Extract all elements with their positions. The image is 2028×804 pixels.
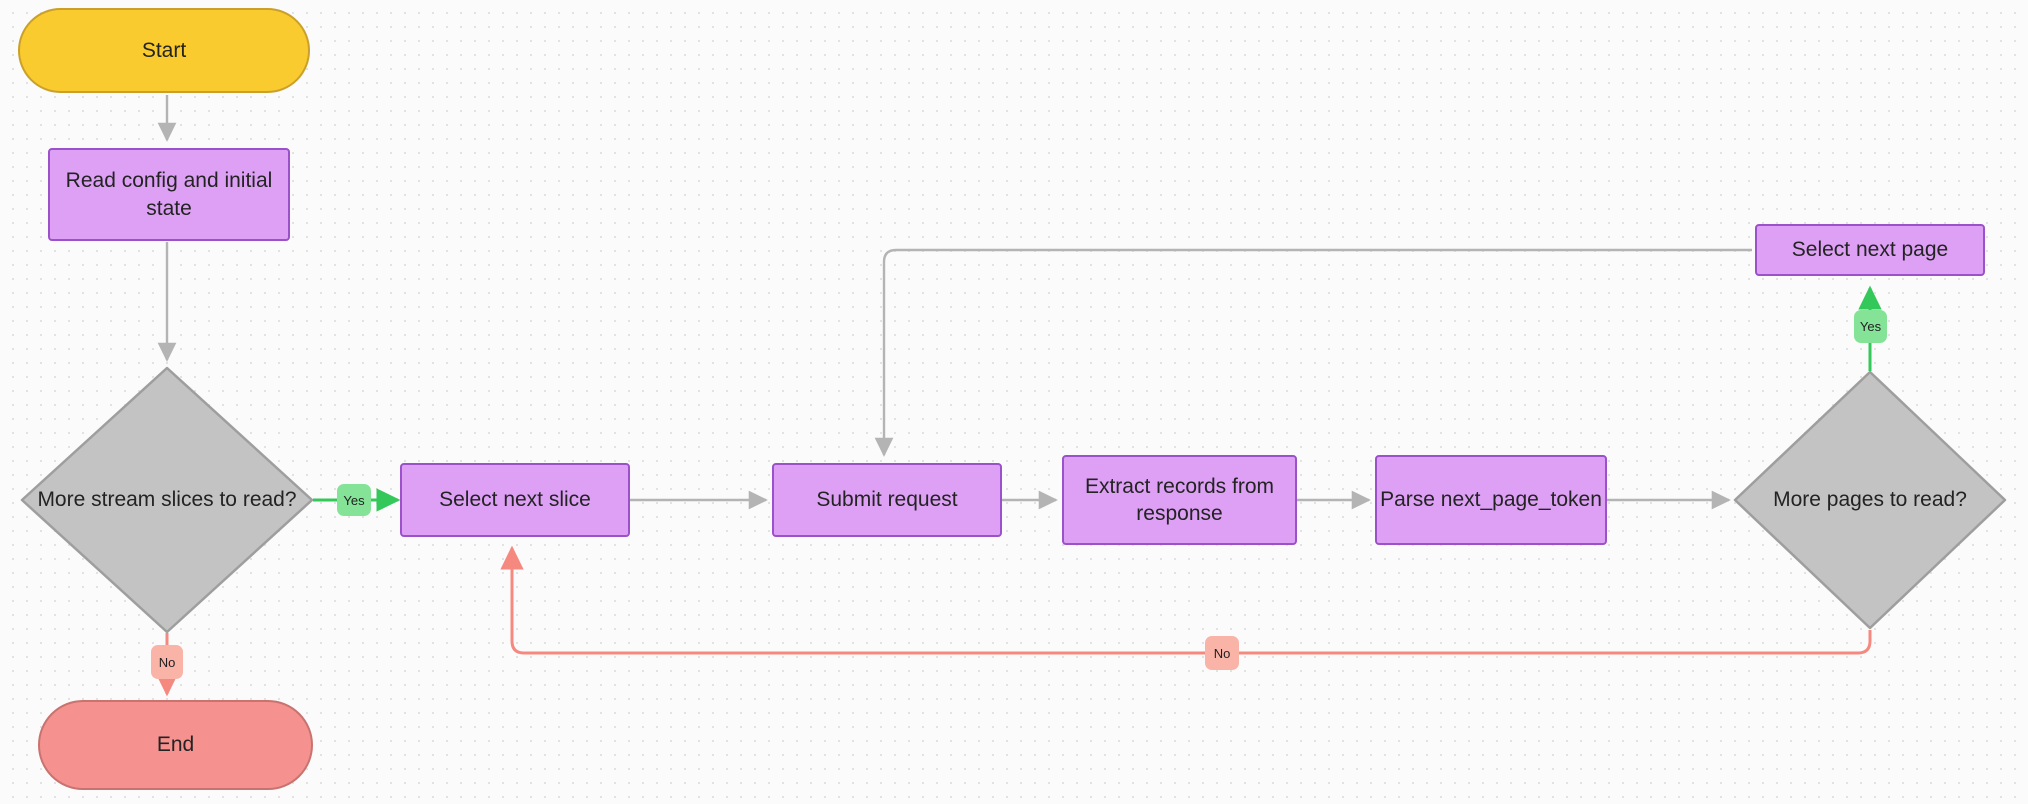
node-read-config-label: Read config and initial state [65,169,273,220]
node-extract-records-label: Extract records from response [1084,474,1275,525]
node-select-next-slice[interactable]: Select next slice [400,463,630,537]
node-more-pages-label: More pages to read? [1773,488,1967,512]
edge-more-pages-no [500,545,1872,655]
node-more-stream-slices[interactable]: More stream slices to read? [22,368,312,632]
edge-label-slices-no: No [151,645,183,679]
node-read-config[interactable]: Read config and initial state [48,148,290,241]
node-extract-records[interactable]: Extract records from response [1062,455,1297,545]
edge-label-pages-no-text: No [1213,645,1231,661]
node-parse-next-page-token-label: Parse next_page_token [1380,488,1602,512]
node-start[interactable]: Start [18,8,310,93]
node-start-label: Start [141,38,187,62]
edge-label-slices-yes: Yes [337,484,371,516]
edge-label-slices-yes-text: Yes [343,492,365,508]
edge-label-pages-no: No [1205,636,1239,670]
node-more-stream-slices-label: More stream slices to read? [37,488,297,512]
node-more-pages[interactable]: More pages to read? [1735,372,2005,628]
node-submit-request-label: Submit request [816,488,958,512]
node-end-label: End [156,733,195,757]
node-select-next-page[interactable]: Select next page [1755,224,1985,276]
node-select-next-slice-label: Select next slice [439,488,591,512]
edge-next-page-to-submit [874,248,1752,457]
edge-label-pages-yes: Yes [1854,310,1887,343]
node-end[interactable]: End [38,700,313,790]
node-select-next-page-label: Select next page [1791,238,1949,262]
node-submit-request[interactable]: Submit request [772,463,1002,537]
edge-label-pages-yes-text: Yes [1859,319,1882,334]
node-parse-next-page-token[interactable]: Parse next_page_token [1375,455,1607,545]
edge-label-slices-no-text: No [158,654,176,670]
